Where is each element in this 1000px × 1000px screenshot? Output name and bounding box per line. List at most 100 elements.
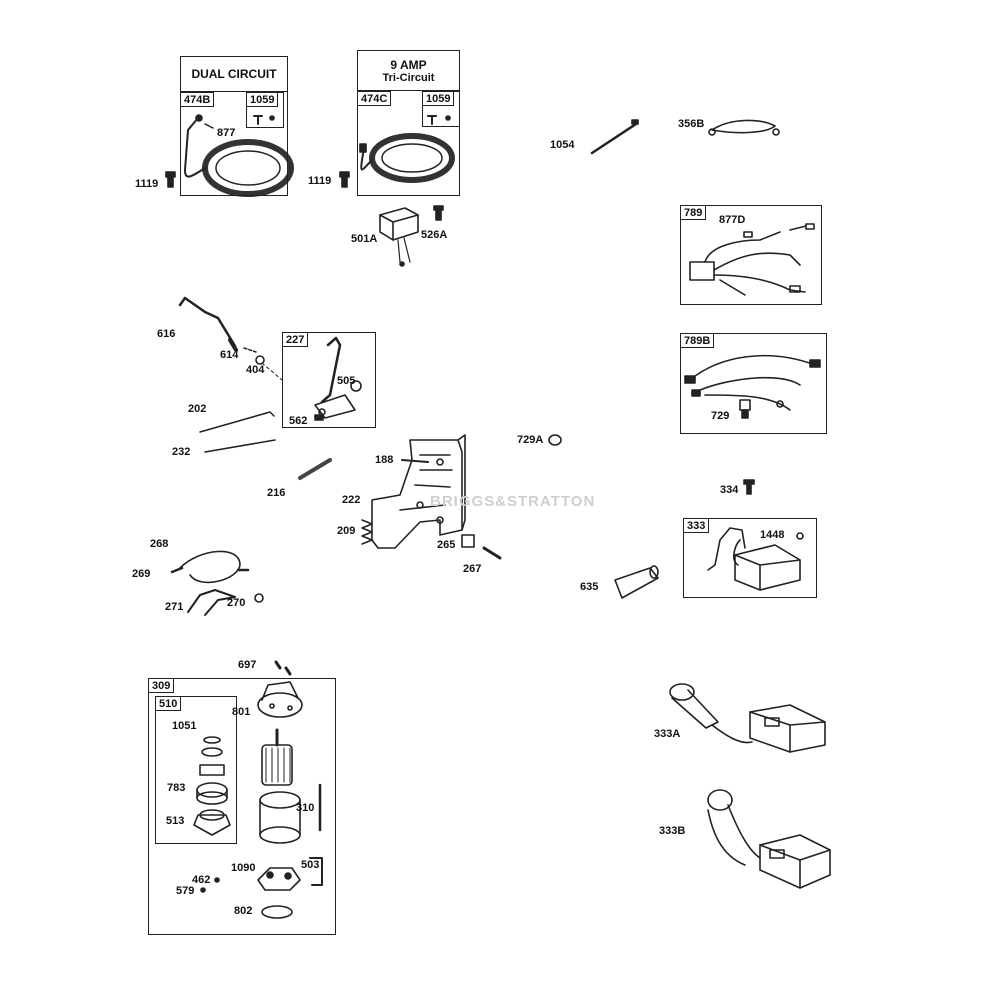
part-label-505: 505 [337, 375, 356, 387]
governor-lever-616 [178, 296, 238, 352]
throttle-cable-268 [170, 550, 250, 584]
part-label-333a: 333A [654, 728, 681, 740]
bolt-1119-right [339, 171, 350, 188]
ground-wire-356b [708, 119, 780, 136]
kit-box-tri-circuit-title-bar [357, 50, 460, 91]
bracket-503 [309, 857, 323, 886]
rectifier-501a [379, 207, 419, 267]
part-label-265: 265 [437, 539, 456, 551]
kit-label-333: 333 [683, 518, 710, 533]
part-label-697: 697 [238, 659, 257, 671]
spring-209 [361, 519, 373, 545]
kit-box-333 [683, 518, 817, 598]
part-label-462: 462 [192, 874, 211, 886]
grommet-729a [548, 434, 562, 446]
dual-circuit-title: DUAL CIRCUIT [191, 67, 277, 81]
part-label-1119-left: 1119 [135, 178, 159, 190]
tri-circuit-title: Tri-Circuit [382, 72, 435, 84]
cable-bracket-271 [187, 589, 236, 616]
tie-strap-1054 [590, 122, 638, 155]
kit-box-510 [155, 696, 237, 844]
part-label-579: 579 [176, 885, 195, 897]
spark-plug-boot-635 [614, 565, 659, 599]
pin-614 [243, 347, 257, 353]
wiring-harness-789 [689, 223, 815, 296]
kit-label-789b: 789B [680, 333, 715, 348]
bolt-1119-left [165, 171, 176, 188]
kit-label-1059-dual: 1059 [246, 92, 279, 107]
part-label-268: 268 [150, 538, 169, 550]
starter-housing [259, 791, 301, 844]
part-label-513: 513 [166, 815, 185, 827]
screw-579 [200, 887, 206, 893]
part-label-1090: 1090 [231, 862, 256, 874]
governor-link-202 [199, 411, 275, 433]
screws-1059-tri [427, 115, 451, 125]
part-label-802: 802 [234, 905, 253, 917]
screws-1059-dual [253, 115, 275, 125]
kit-label-510: 510 [155, 696, 182, 711]
part-label-232: 232 [172, 446, 191, 458]
screw-526a [433, 205, 444, 221]
part-label-1051: 1051 [172, 720, 197, 732]
nut-270 [254, 593, 264, 603]
screw-562 [314, 414, 324, 421]
kit-label-309: 309 [148, 678, 175, 693]
starter-end-cap-801 [257, 681, 303, 718]
screw-462 [214, 877, 220, 883]
kit-label-474c: 474C [357, 91, 392, 106]
watermark: BRIGGS&STRATTON [430, 493, 596, 510]
part-label-209: 209 [337, 525, 356, 537]
kit-box-789b [680, 333, 827, 434]
stator-coil-dual-circuit [184, 114, 294, 197]
part-label-1119-right: 1119 [308, 175, 332, 187]
part-label-222: 222 [342, 494, 361, 506]
brush-plate-1090 [257, 867, 301, 891]
armature [261, 728, 293, 786]
wiring-harness-789b [684, 354, 821, 419]
kit-label-474b: 474B [180, 92, 215, 107]
part-label-501a: 501A [351, 233, 378, 245]
part-label-310: 310 [296, 802, 315, 814]
part-label-877: 877 [217, 127, 236, 139]
kit-label-1059-tri: 1059 [422, 91, 455, 106]
part-label-614: 614 [220, 349, 239, 361]
nut-505 [350, 380, 362, 392]
part-label-1448: 1448 [760, 529, 785, 541]
part-label-729: 729 [711, 410, 730, 422]
tri-circuit-amp-title: 9 AMP [390, 58, 427, 72]
nut-404 [255, 355, 265, 365]
screw-188 [401, 459, 429, 463]
part-label-635: 635 [580, 581, 599, 593]
clip-265 [461, 534, 475, 548]
screw-334 [743, 479, 755, 495]
throttle-link-232 [204, 439, 276, 453]
part-label-526a: 526A [421, 229, 448, 241]
part-label-202: 202 [188, 403, 207, 415]
part-label-216: 216 [267, 487, 286, 499]
part-label-404: 404 [246, 364, 265, 376]
part-label-271: 271 [165, 601, 184, 613]
part-label-269: 269 [132, 568, 151, 580]
screws-697 [274, 660, 292, 676]
kit-box-309 [148, 678, 336, 935]
stator-coil-tri-circuit [359, 133, 455, 183]
kit-label-789: 789 [680, 205, 707, 220]
part-label-267: 267 [463, 563, 482, 575]
kit-label-227: 227 [282, 332, 309, 347]
ignition-module-333b [707, 789, 831, 889]
part-label-270: 270 [227, 597, 246, 609]
part-label-334: 334 [720, 484, 739, 496]
part-label-503: 503 [301, 859, 320, 871]
kit-box-227 [282, 332, 376, 428]
part-label-1054: 1054 [550, 139, 575, 151]
washer-802 [261, 905, 293, 919]
part-label-783: 783 [167, 782, 186, 794]
part-label-801: 801 [232, 706, 251, 718]
part-label-188: 188 [375, 454, 394, 466]
part-label-356b: 356B [678, 118, 705, 130]
starter-drive-kit-510 [193, 736, 231, 836]
spring-216 [298, 458, 332, 480]
